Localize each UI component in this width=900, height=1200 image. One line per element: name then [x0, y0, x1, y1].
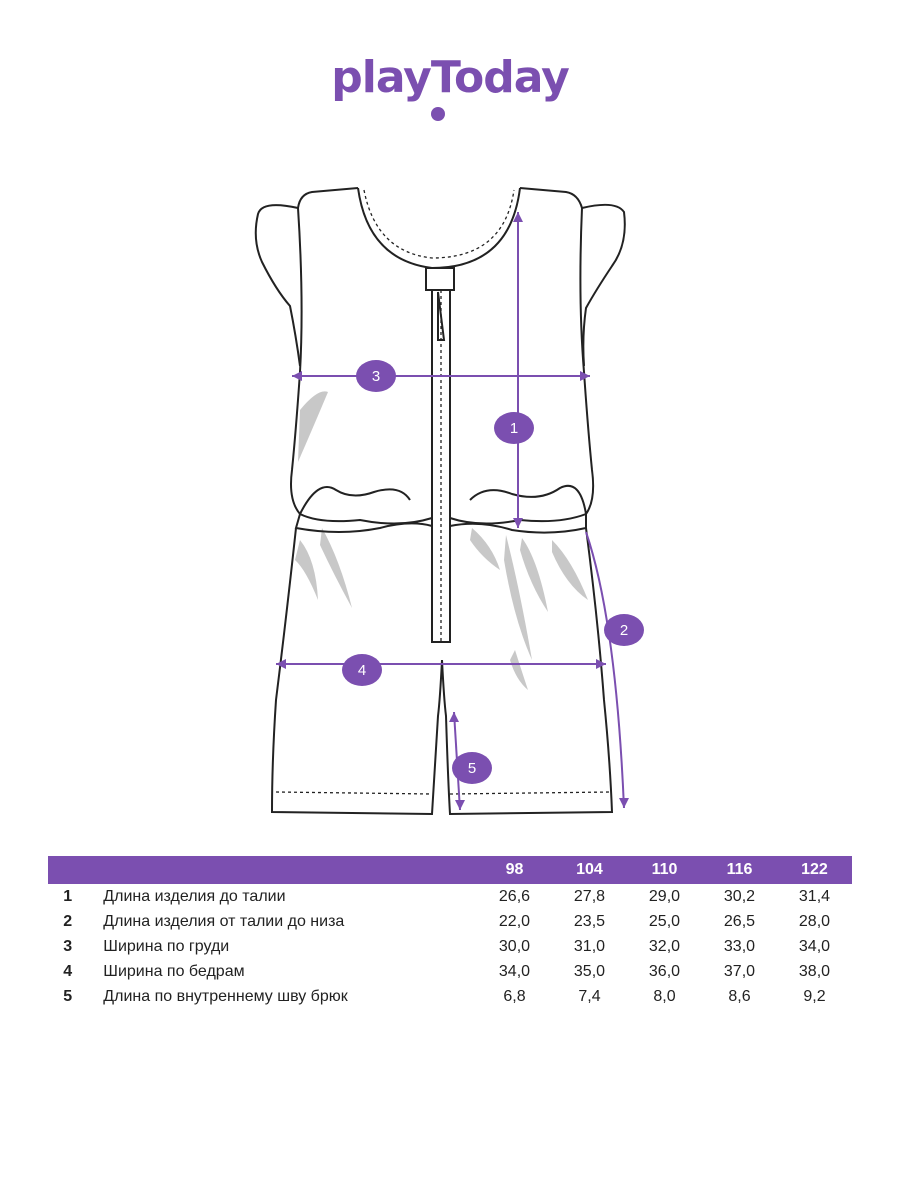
header-size-116: 116	[726, 861, 753, 878]
measurement-marker-2: 2	[604, 614, 644, 646]
brand-logo-dot	[431, 107, 445, 121]
header-size-104: 104	[576, 861, 603, 878]
row-value: 33,0	[723, 937, 756, 955]
row-number: 5	[63, 987, 73, 1005]
table-row: 4 Ширина по бедрам 34,0 35,0 36,0 37,0 3…	[48, 959, 852, 984]
header-size-110: 110	[651, 861, 678, 878]
measurement-arrowheads	[276, 212, 629, 810]
row-value: 25,0	[648, 912, 681, 930]
row-label: Длина изделия от талии до низа	[103, 912, 345, 930]
size-table-header: 98 104 110 116 122	[48, 856, 852, 884]
row-value: 8,0	[653, 987, 676, 1005]
row-value: 38,0	[798, 962, 831, 980]
garment-outline	[254, 187, 626, 816]
svg-text:3: 3	[372, 368, 380, 385]
measurement-marker-4: 4	[342, 654, 382, 686]
table-row: 5 Длина по внутреннему шву брюк 6,8 7,4 …	[48, 984, 852, 1009]
header-cell	[48, 856, 87, 884]
row-value: 32,0	[648, 937, 681, 955]
row-label: Длина по внутреннему шву брюк	[103, 987, 348, 1005]
row-value: 30,0	[498, 937, 531, 955]
row-value: 36,0	[648, 962, 681, 980]
row-value: 6,8	[503, 987, 526, 1005]
row-number: 3	[63, 937, 73, 955]
svg-text:1: 1	[510, 420, 518, 437]
measurement-marker-5: 5	[452, 752, 492, 784]
measurement-lines	[276, 212, 625, 811]
row-value: 26,5	[723, 912, 756, 930]
row-value: 28,0	[798, 912, 831, 930]
header-size-122: 122	[801, 861, 828, 878]
row-number: 1	[63, 887, 73, 905]
svg-text:5: 5	[468, 760, 476, 777]
row-label: Ширина по груди	[103, 937, 230, 955]
row-value: 22,0	[498, 912, 531, 930]
measurement-marker-3: 3	[356, 360, 396, 392]
row-value: 7,4	[578, 987, 601, 1005]
svg-text:2: 2	[620, 622, 628, 639]
row-label: Длина изделия до талии	[103, 887, 286, 905]
row-value: 23,5	[573, 912, 606, 930]
row-value: 30,2	[723, 887, 756, 905]
table-row: 3 Ширина по груди 30,0 31,0 32,0 33,0 34…	[48, 934, 852, 959]
size-table: 98 104 110 116 122 1 Длина изделия до та…	[48, 856, 852, 1009]
brand-logo: playToday	[0, 52, 900, 103]
row-value: 34,0	[798, 937, 831, 955]
row-label: Ширина по бедрам	[103, 962, 245, 980]
table-row: 2 Длина изделия от талии до низа 22,0 23…	[48, 909, 852, 934]
header-cell	[87, 856, 477, 884]
brand-logo-text: playToday	[331, 52, 570, 103]
row-value: 9,2	[803, 987, 826, 1005]
row-value: 35,0	[573, 962, 606, 980]
row-value: 8,6	[728, 987, 751, 1005]
row-value: 31,4	[798, 887, 831, 905]
row-value: 29,0	[648, 887, 681, 905]
row-number: 2	[63, 912, 73, 930]
row-value: 26,6	[498, 887, 531, 905]
row-value: 37,0	[723, 962, 756, 980]
measurement-marker-1: 1	[494, 412, 534, 444]
fold-shadows	[295, 391, 588, 690]
row-value: 31,0	[573, 937, 606, 955]
table-row: 1 Длина изделия до талии 26,6 27,8 29,0 …	[48, 884, 852, 909]
row-value: 34,0	[498, 962, 531, 980]
svg-text:4: 4	[358, 662, 366, 679]
header-size-98: 98	[505, 861, 524, 878]
row-number: 4	[63, 962, 73, 980]
row-value: 27,8	[573, 887, 606, 905]
